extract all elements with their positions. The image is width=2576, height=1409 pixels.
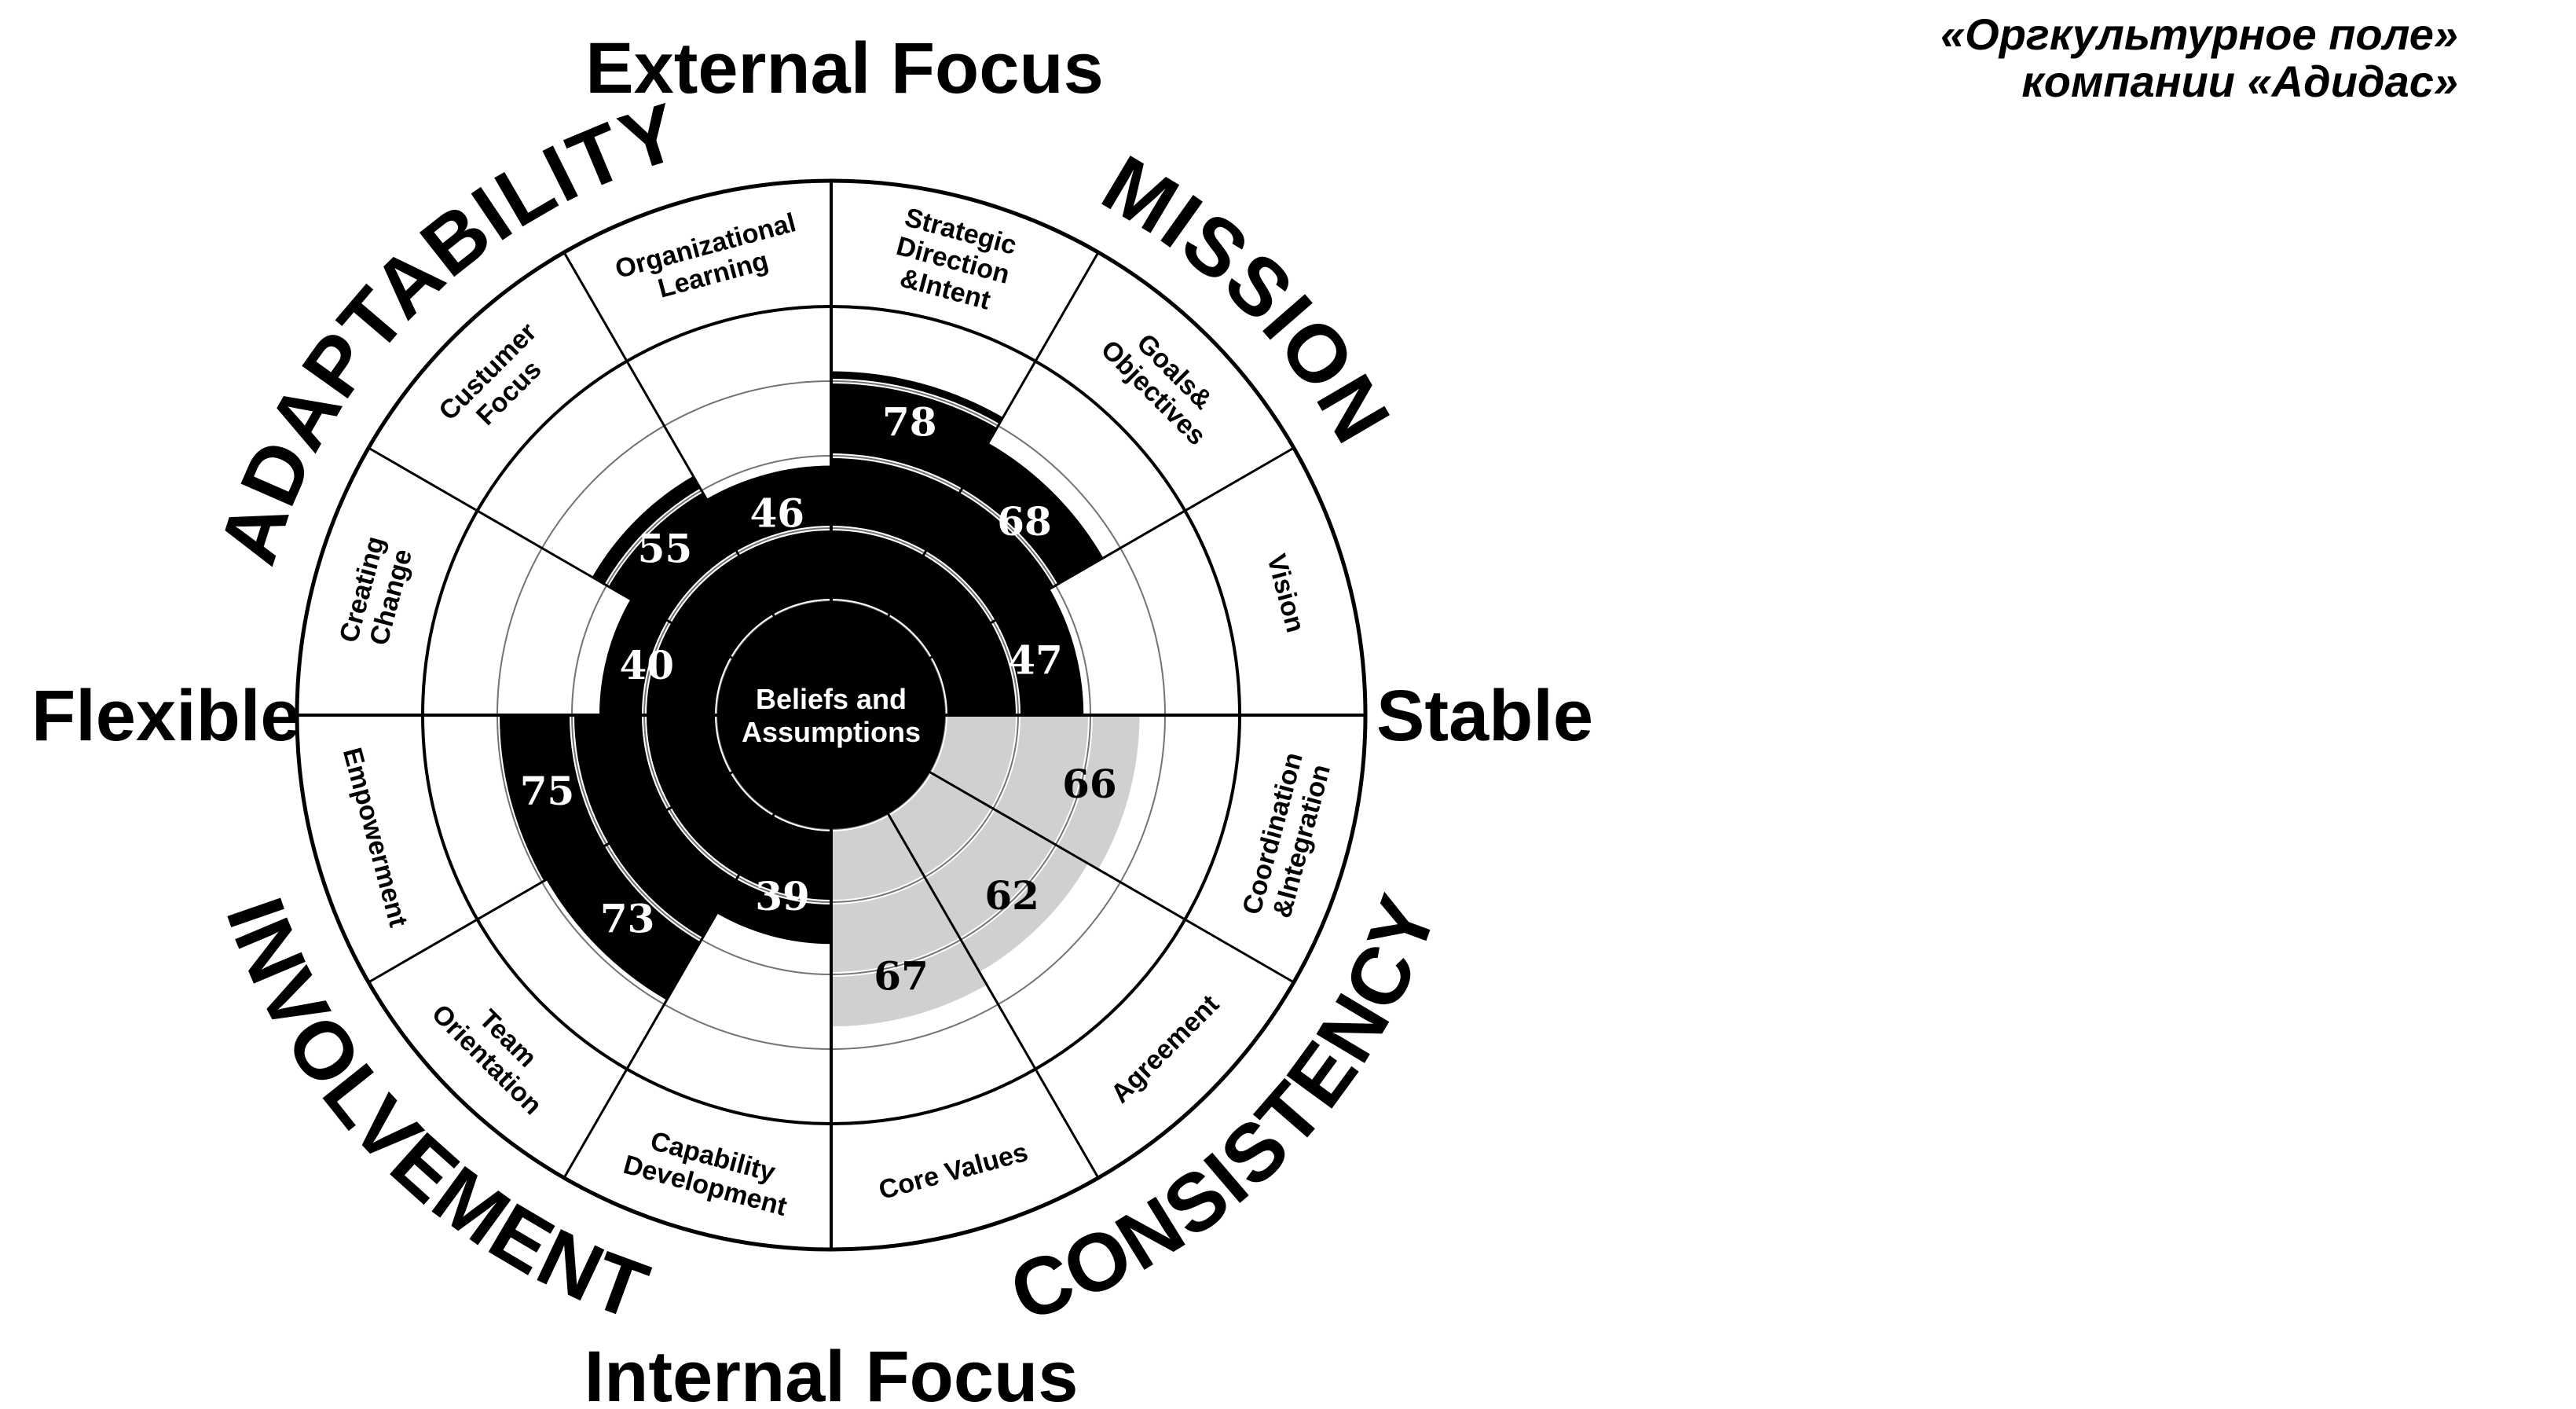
score-value-core-values: 67 [874, 953, 929, 1000]
score-value-creating-change: 40 [619, 642, 674, 688]
spoke-1 [887, 251, 1100, 618]
axis-label-internal-focus: Internal Focus [584, 1337, 1079, 1409]
score-wedge-goals-objectives [888, 442, 1104, 659]
beliefs-assumptions-disc [717, 601, 945, 829]
spoke-10 [368, 446, 734, 659]
center-label-line2: Assumptions [742, 716, 921, 748]
score-value-vision: 47 [1008, 637, 1063, 683]
spoke-11 [562, 251, 775, 618]
score-wedge-creating-change [599, 599, 733, 715]
center-label-line1: Beliefs and [756, 683, 907, 715]
score-wedge-strategic-direction-intent [831, 371, 1003, 617]
score-value-strategic-direction-intent: 78 [882, 399, 937, 446]
axis-label-external-focus: External Focus [585, 28, 1104, 108]
caption-line1: «Оргкультурное поле» [1940, 9, 2458, 59]
diagram-caption: «Оргкультурное поле» компании «Адидас» [1940, 11, 2458, 105]
spoke-4 [929, 771, 1295, 984]
spoke-7 [562, 813, 775, 1179]
spoke-8 [368, 771, 734, 984]
score-value-coordination-integration: 66 [1062, 761, 1117, 807]
caption-line2: компании «Адидас» [2021, 57, 2458, 106]
score-value-capability-development: 39 [755, 873, 810, 919]
score-value-goals-objectives: 68 [997, 498, 1052, 545]
score-value-custumer-focus: 55 [638, 525, 693, 571]
score-wedge-capability-development [716, 813, 831, 945]
score-value-team-orientation: 73 [600, 895, 655, 941]
score-wedge-agreement [888, 772, 1088, 972]
axis-labels: External Focus Internal Focus Flexible S… [31, 28, 1593, 1409]
axis-label-flexible: Flexible [31, 676, 301, 756]
center-disc: Beliefs and Assumptions [717, 601, 945, 829]
score-value-agreement: 62 [984, 872, 1039, 919]
score-wedge-custumer-focus [592, 475, 775, 659]
axis-label-stable: Stable [1376, 676, 1593, 756]
spoke-5 [887, 813, 1100, 1179]
score-value-empowerment: 75 [520, 768, 575, 814]
score-wedge-team-orientation [546, 772, 775, 1000]
score-wedge-empowerment [496, 715, 733, 883]
score-value-organizational-learning: 46 [749, 490, 804, 537]
score-labels: 78 68 47 66 62 67 39 73 75 40 55 46 [520, 399, 1117, 1000]
spoke-2 [929, 446, 1295, 659]
